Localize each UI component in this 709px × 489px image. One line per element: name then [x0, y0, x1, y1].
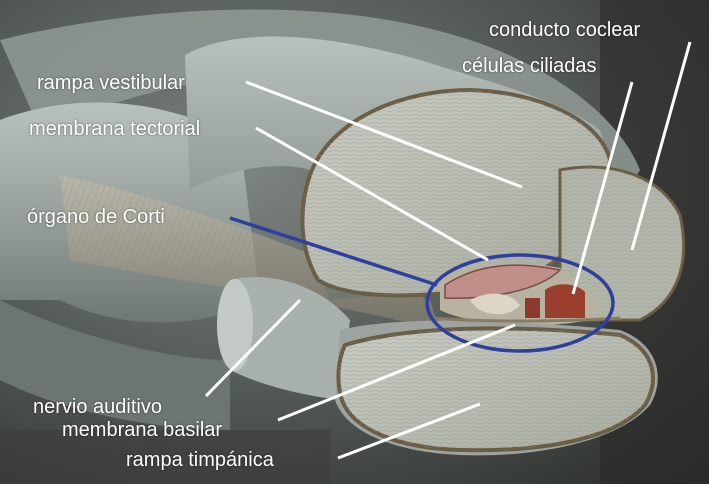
- label-rampa-timpanica: rampa timpánica: [126, 449, 274, 471]
- label-rampa-vestibular: rampa vestibular: [37, 72, 185, 94]
- label-membrana-basilar: membrana basilar: [62, 419, 222, 441]
- label-organo-de-corti: órgano de Corti: [27, 206, 165, 228]
- label-nervio-auditivo: nervio auditivo: [33, 396, 162, 418]
- label-conducto-coclear: conducto coclear: [489, 19, 640, 41]
- label-celulas-ciliadas: células ciliadas: [462, 55, 597, 77]
- label-membrana-tectorial: membrana tectorial: [29, 118, 200, 140]
